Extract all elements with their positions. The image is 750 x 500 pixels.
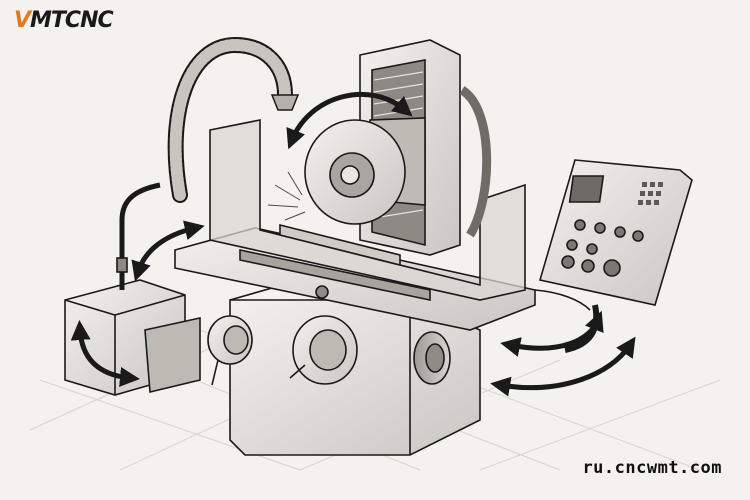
- logo-prefix: V: [14, 8, 31, 33]
- website-url: ru.cncwmt.com: [582, 458, 722, 478]
- double-arrow-icon: [70, 320, 140, 387]
- cnc-control-panel: [534, 159, 693, 353]
- handwheel-left: [207, 315, 253, 386]
- brand-logo: VMTCNC: [14, 8, 114, 33]
- rotation-arrow-icon: [286, 92, 413, 150]
- handwheel-right: [289, 315, 358, 385]
- logo-text: MTCNC: [30, 8, 114, 33]
- coolant-tank: [64, 182, 201, 396]
- side-wheel: [413, 331, 451, 385]
- double-arrow-icon: [490, 336, 636, 397]
- splash-guard: [209, 119, 526, 301]
- double-arrow-icon: [131, 220, 205, 282]
